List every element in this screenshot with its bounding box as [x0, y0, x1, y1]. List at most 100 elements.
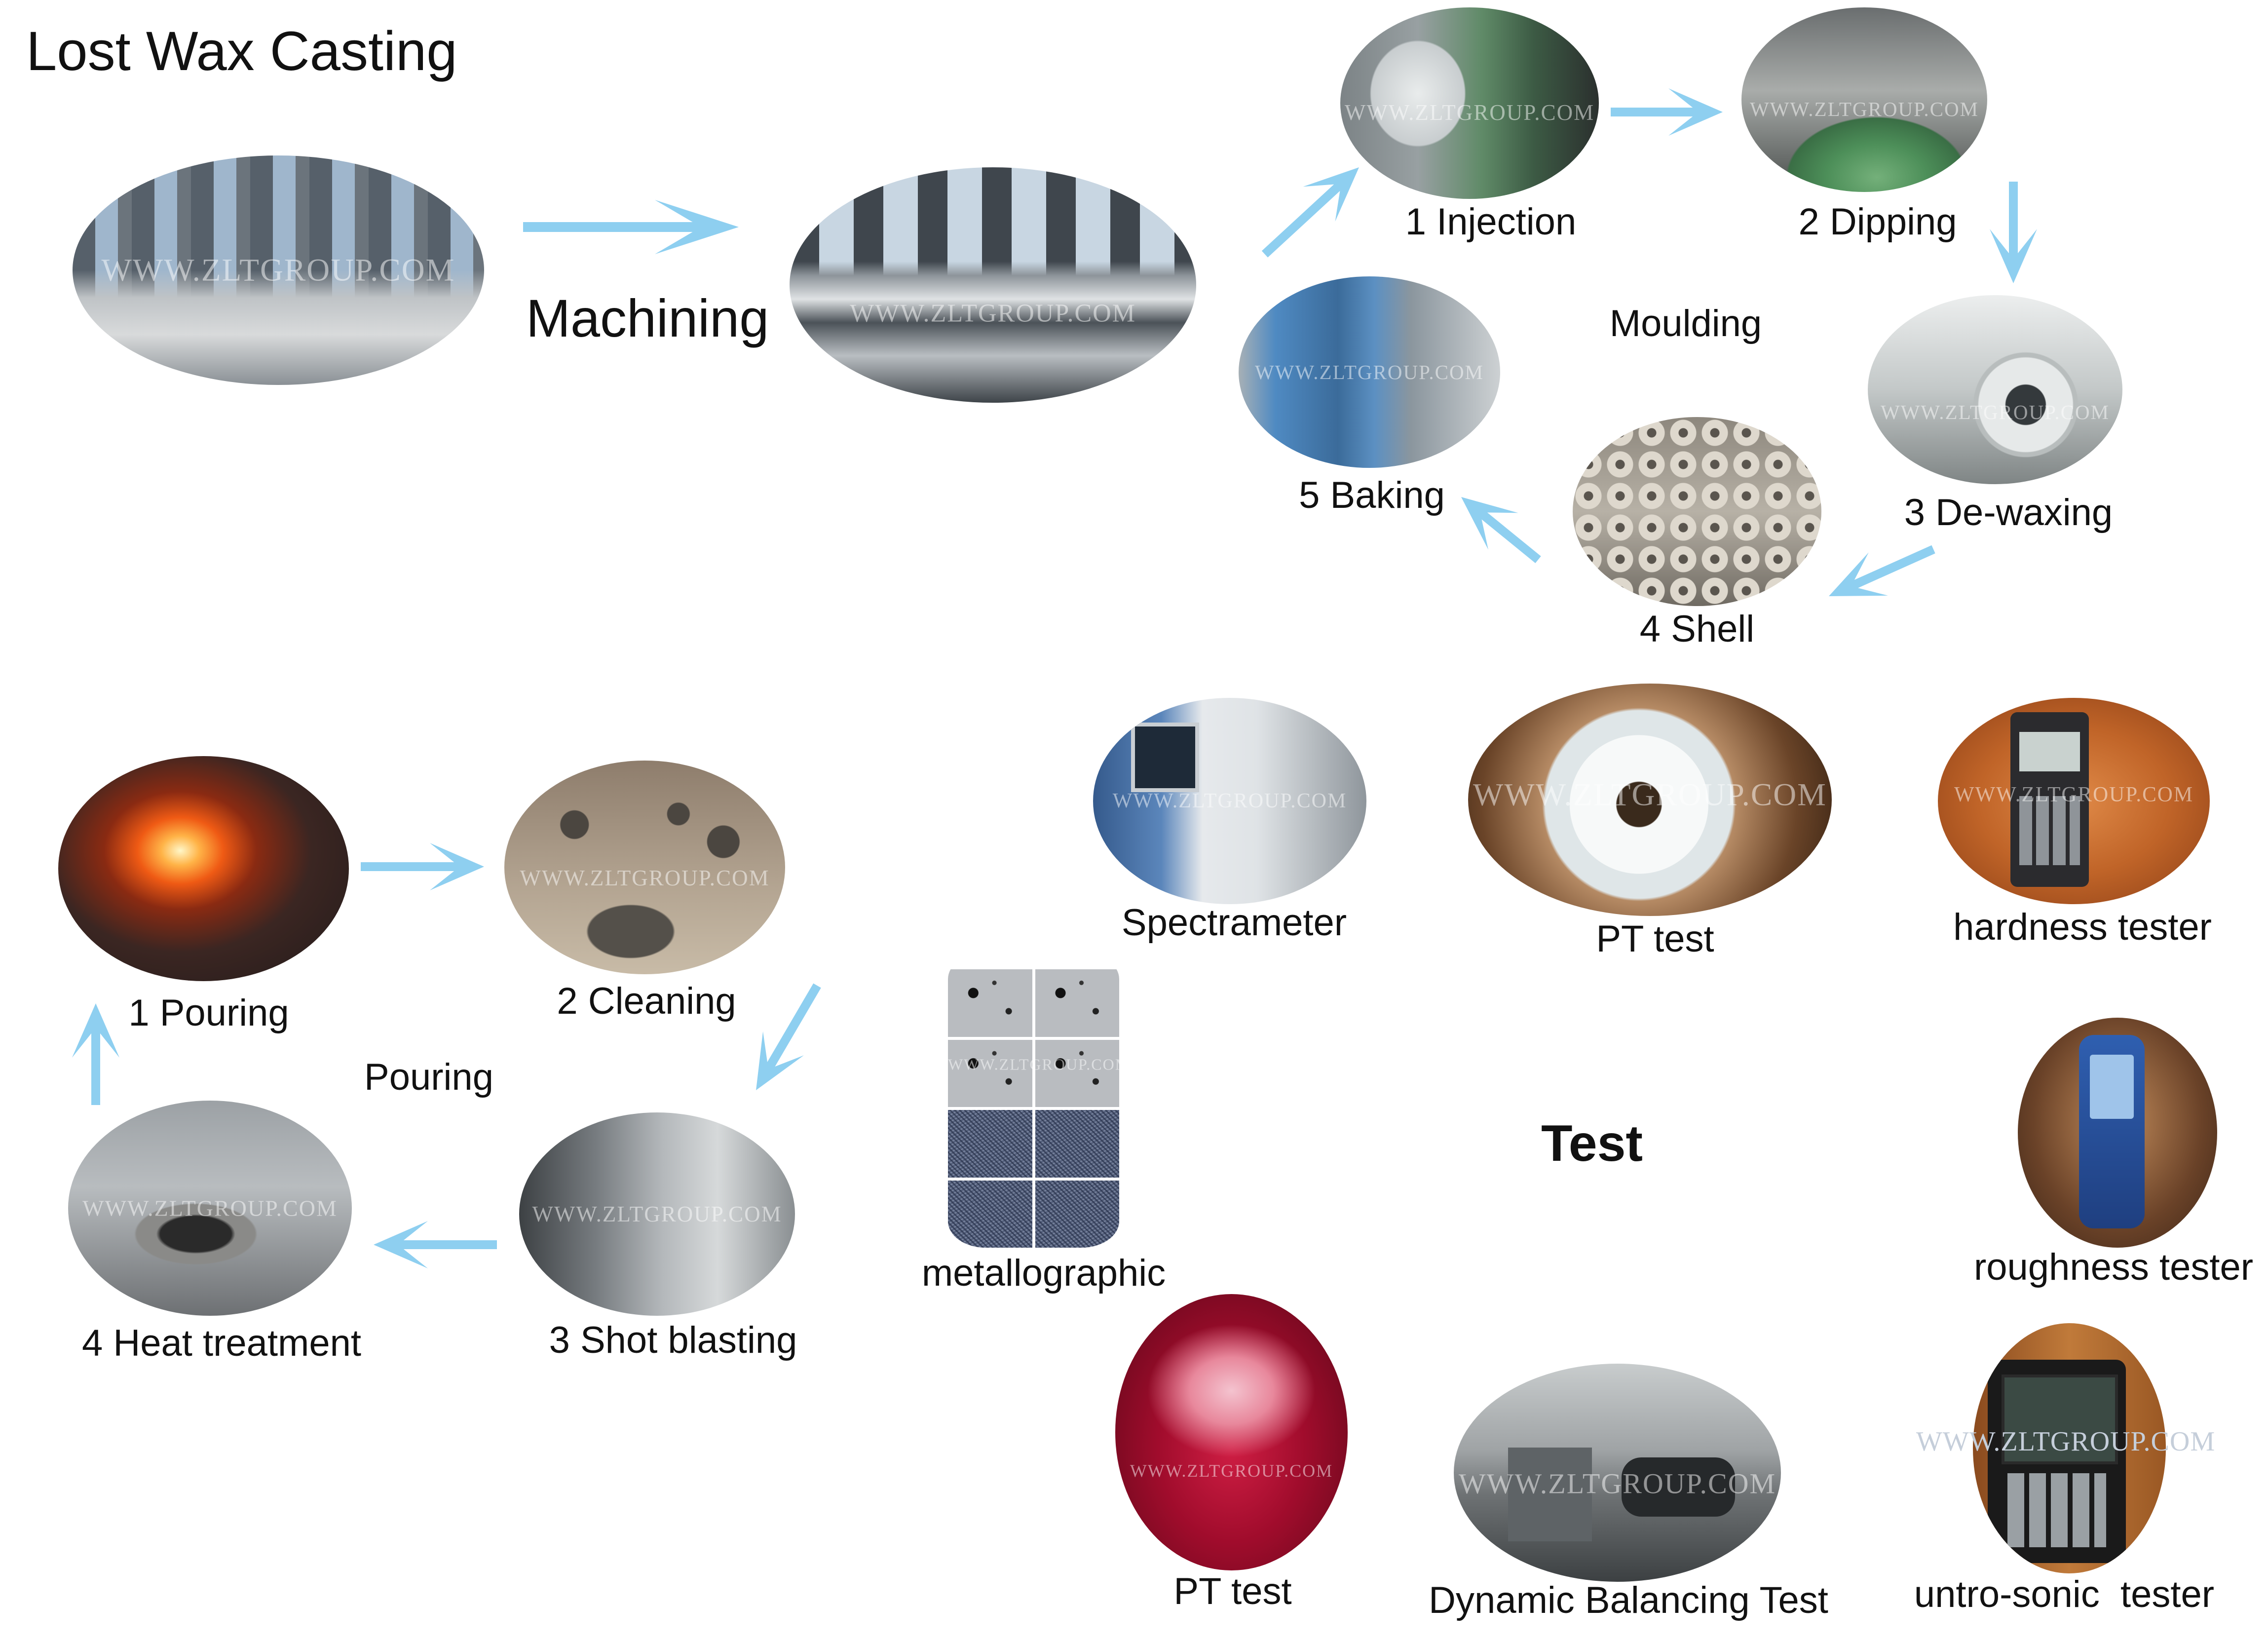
- arrow-head: [1303, 167, 1359, 222]
- photo-de-waxing: WWW.ZLTGROUP.COM: [1868, 295, 2122, 484]
- ultrasonic-tester-screen: [2002, 1375, 2118, 1464]
- step-label-de-waxing: 3 De-waxing: [1904, 492, 2113, 534]
- arrow-shaft: [1849, 545, 1935, 590]
- micrograph-grid: [948, 969, 1119, 1248]
- spectrameter-monitor: [1131, 723, 1199, 792]
- micrograph-panel: [1035, 1039, 1119, 1107]
- step-label-injection: 1 Injection: [1405, 201, 1577, 243]
- photo-factory-floor: WWW.ZLTGROUP.COM: [73, 155, 484, 385]
- arrow-dipping-dewaxing: [1990, 182, 2037, 283]
- photo-shot-blasting: WWW.ZLTGROUP.COM: [519, 1112, 795, 1316]
- arrow-shaft: [764, 983, 821, 1071]
- arrow-head: [1829, 552, 1888, 596]
- arrow-to-injection: [1261, 167, 1359, 258]
- photo-shell: [1573, 417, 1821, 606]
- watermark: WWW.ZLTGROUP.COM: [1954, 783, 2194, 806]
- ultrasonic-tester-keypad: [2007, 1473, 2106, 1547]
- arrow-shell-baking: [1461, 497, 1541, 563]
- moulding-label: Moulding: [1609, 303, 1762, 344]
- test-label-metallographic: metallographic: [921, 1252, 1166, 1294]
- watermark: WWW.ZLTGROUP.COM: [1458, 1467, 1777, 1500]
- watermark: WWW.ZLTGROUP.COM: [532, 1202, 782, 1226]
- watermark: WWW.ZLTGROUP.COM: [1880, 401, 2110, 424]
- test-label-pt-test: PT test: [1596, 918, 1714, 960]
- micrograph-panel: [948, 969, 1032, 1037]
- watermark: WWW.ZLTGROUP.COM: [1254, 361, 1484, 383]
- arrow-head: [72, 1003, 119, 1058]
- test-label-spectrameter: Spectrameter: [1121, 902, 1347, 944]
- step-label-shell: 4 Shell: [1639, 608, 1755, 650]
- arrow-to-machining: [523, 200, 739, 254]
- photo-cleaning: WWW.ZLTGROUP.COM: [504, 761, 785, 974]
- photo-heat-treatment: WWW.ZLTGROUP.COM: [68, 1101, 352, 1316]
- arrow-head: [655, 200, 739, 254]
- micrograph-panel: [1035, 969, 1119, 1037]
- photo-roughness-tester: [2018, 1018, 2217, 1248]
- photo-hardness-tester: WWW.ZLTGROUP.COM: [1938, 698, 2210, 904]
- micrograph-panel: [1035, 1110, 1119, 1178]
- micrograph-panel: [948, 1180, 1032, 1248]
- watermark: WWW.ZLTGROUP.COM: [520, 866, 770, 891]
- test-label-dynamic-balancing: Dynamic Balancing Test: [1429, 1579, 1828, 1621]
- test-label-ultrasonic-tester: untro-sonic tester: [1914, 1573, 2215, 1615]
- watermark: WWW.ZLTGROUP.COM: [82, 1195, 338, 1221]
- watermark: WWW.ZLTGROUP.COM: [948, 1055, 1119, 1073]
- pouring-label: Pouring: [364, 1056, 493, 1098]
- balancing-machine-rotor: [1622, 1457, 1735, 1517]
- photo-baking: WWW.ZLTGROUP.COM: [1239, 276, 1500, 468]
- photo-injection: WWW.ZLTGROUP.COM: [1340, 7, 1599, 199]
- step-label-dipping: 2 Dipping: [1798, 201, 1957, 243]
- photo-machining: WWW.ZLTGROUP.COM: [790, 167, 1196, 403]
- watermark: WWW.ZLTGROUP.COM: [1130, 1461, 1333, 1481]
- watermark: WWW.ZLTGROUP.COM: [1916, 1426, 2216, 1457]
- arrow-cleaning-shotblast: [756, 983, 821, 1090]
- hardness-tester-keypad: [2019, 796, 2080, 865]
- arrow-head: [756, 1031, 804, 1090]
- arrow-head: [430, 843, 484, 890]
- arrow-injection-dipping: [1611, 88, 1723, 136]
- arrow-head: [1990, 229, 2037, 283]
- watermark: WWW.ZLTGROUP.COM: [101, 252, 455, 288]
- watermark: WWW.ZLTGROUP.COM: [1749, 97, 1979, 120]
- arrow-head: [374, 1221, 428, 1268]
- photo-pouring: [58, 756, 349, 981]
- roughness-tester-device: [2079, 1035, 2145, 1228]
- step-label-cleaning: 2 Cleaning: [557, 980, 736, 1022]
- arrow-pouring-cleaning: [361, 843, 484, 890]
- hardness-tester-screen: [2019, 732, 2080, 771]
- hardness-tester-device: [2010, 712, 2089, 887]
- arrow-head: [1461, 497, 1518, 550]
- step-label-pouring: 1 Pouring: [128, 992, 289, 1034]
- photo-dipping: WWW.ZLTGROUP.COM: [1741, 7, 1987, 192]
- micrograph-panel: [948, 1110, 1032, 1178]
- test-section-title: Test: [1541, 1115, 1643, 1172]
- test-label-pt-test-2: PT test: [1173, 1570, 1292, 1612]
- micrograph-panel: [948, 1039, 1032, 1107]
- watermark: WWW.ZLTGROUP.COM: [850, 299, 1136, 328]
- step-label-heat-treatment: 4 Heat treatment: [81, 1322, 362, 1364]
- photo-pt-test-casting: WWW.ZLTGROUP.COM: [1468, 684, 1832, 916]
- arrow-shaft: [1477, 509, 1541, 563]
- ultrasonic-tester-device: [1988, 1360, 2126, 1563]
- step-label-shot-blasting: 3 Shot blasting: [549, 1319, 797, 1361]
- photo-pt-test-red: WWW.ZLTGROUP.COM: [1115, 1294, 1348, 1570]
- arrow-shaft: [1261, 180, 1344, 258]
- diagram-title: Lost Wax Casting: [26, 20, 457, 82]
- test-label-hardness-tester: hardness tester: [1953, 906, 2212, 948]
- photo-dynamic-balancing: WWW.ZLTGROUP.COM: [1454, 1364, 1781, 1582]
- watermark: WWW.ZLTGROUP.COM: [1112, 790, 1347, 812]
- balancing-machine-cabinet: [1508, 1448, 1592, 1541]
- machining-label: Machining: [526, 288, 769, 348]
- watermark: WWW.ZLTGROUP.COM: [1344, 100, 1595, 125]
- photo-ultrasonic-tester: [1973, 1323, 2166, 1573]
- micrograph-panel: [1035, 1180, 1119, 1248]
- photo-metallographic-report: WWW.ZLTGROUP.COM: [948, 953, 1119, 1248]
- watermark: WWW.ZLTGROUP.COM: [1473, 777, 1827, 813]
- roughness-tester-screen: [2090, 1055, 2134, 1119]
- arrow-shotblast-heat: [374, 1221, 497, 1268]
- photo-spectrameter: WWW.ZLTGROUP.COM: [1093, 698, 1366, 904]
- arrow-heat-pouring: [72, 1003, 119, 1105]
- arrow-dewaxing-shell: [1829, 545, 1935, 596]
- step-label-baking: 5 Baking: [1299, 474, 1445, 516]
